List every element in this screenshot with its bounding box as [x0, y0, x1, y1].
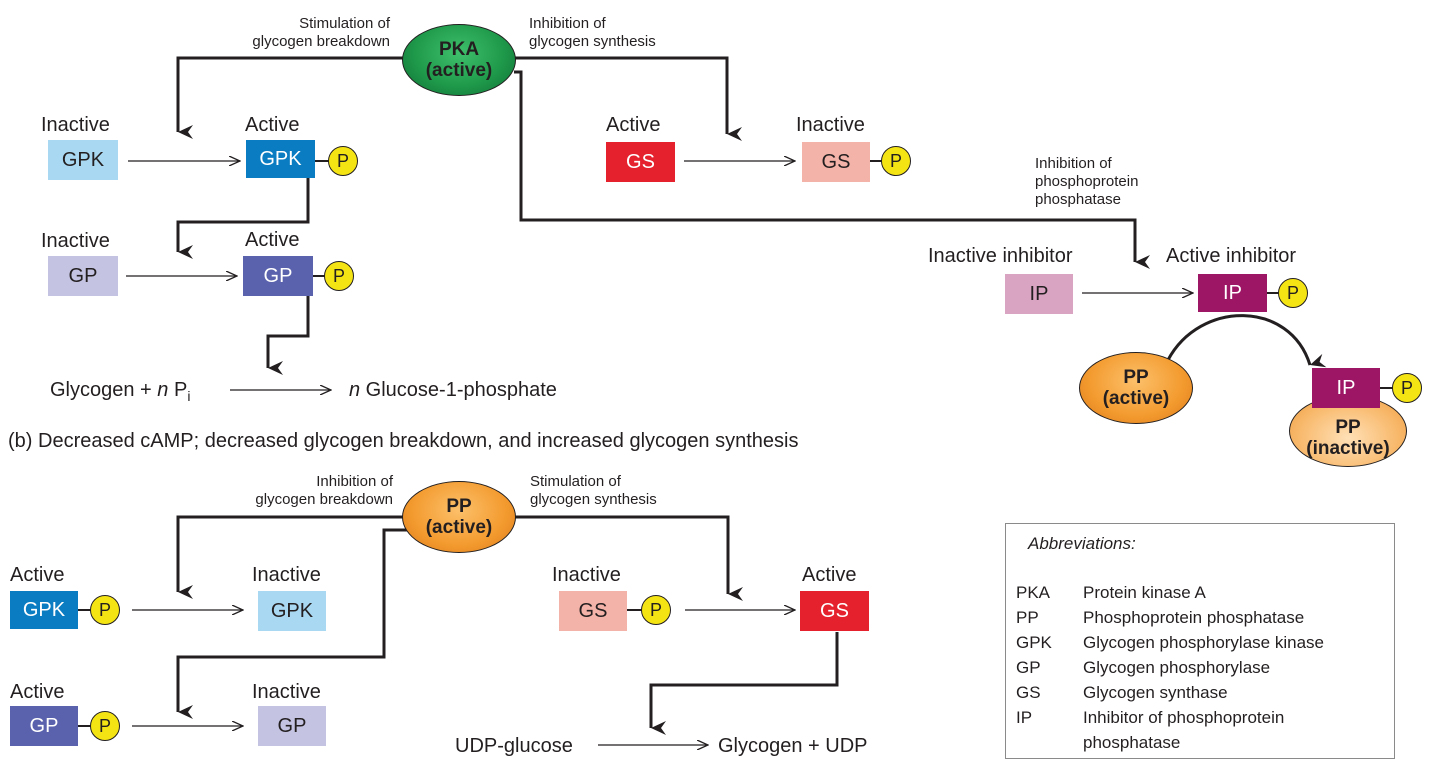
- gpk-active-box: GPK: [246, 140, 315, 178]
- gp-inactive-label-b: Inactive: [252, 681, 321, 703]
- pka-active-node: PKA(active): [402, 24, 516, 96]
- gs-phosphate-icon-b: P: [641, 595, 671, 625]
- gpk-inactive-box-b: GPK: [258, 591, 326, 631]
- gp-inactive-label: Inactive: [41, 230, 110, 252]
- glycogen-reaction-left: Glycogen + n Pi: [50, 379, 191, 404]
- gpk-inactive-box: GPK: [48, 140, 118, 180]
- gs-inactive-label-b: Inactive: [552, 564, 621, 586]
- gpk-phosphate-icon: P: [328, 146, 358, 176]
- glycogen-reaction-right: n Glucose-1-phosphate: [349, 379, 557, 401]
- ip-phosphate-icon: P: [1278, 278, 1308, 308]
- gpk-inactive-label-b: Inactive: [252, 564, 321, 586]
- gs-active-box-b: GS: [800, 591, 869, 631]
- gp-inactive-box: GP: [48, 256, 118, 296]
- pka-to-ip-line: [514, 70, 1150, 269]
- ip-active-label: Active inhibitor: [1166, 245, 1297, 267]
- gp-phosphate-icon-b: P: [90, 711, 120, 741]
- pp-inhibition-curve: [1166, 314, 1327, 368]
- gpk-to-gp-line: [176, 178, 310, 259]
- panel-b-caption: (b) Decreased cAMP; decreased glycogen b…: [8, 430, 799, 452]
- gpk-inactive-label: Inactive: [41, 114, 110, 136]
- pp-to-gpk-line: [176, 515, 404, 599]
- gs-inactive-label: Inactive: [796, 114, 865, 136]
- gp-active-label-b: Active: [10, 681, 65, 703]
- pp-active-node-b: PP(active): [402, 481, 516, 553]
- ip-active-box: IP: [1198, 274, 1267, 312]
- gpk-active-box-b: GPK: [10, 591, 78, 629]
- ip-inactive-box: IP: [1005, 274, 1073, 314]
- pp-to-gp-line: [176, 528, 408, 719]
- gs-phosphate-icon: P: [881, 146, 911, 176]
- gs-inactive-box: GS: [802, 142, 870, 182]
- gp-inactive-box-b: GP: [258, 706, 326, 746]
- gp-to-glycogen-line: [266, 296, 310, 375]
- glycogen-udp-label: Glycogen + UDP: [718, 735, 868, 757]
- pka-label: PKA: [438, 39, 480, 60]
- gs-inactive-box-b: GS: [559, 591, 627, 631]
- pka-to-gs-line: [514, 56, 742, 141]
- gs-active-box: GS: [606, 142, 675, 182]
- gs-to-glycogen-line: [649, 632, 839, 735]
- ip-inactive-label: Inactive inhibitor: [928, 245, 1073, 267]
- gp-active-box-b: GP: [10, 706, 78, 746]
- gp-active-label: Active: [245, 229, 300, 251]
- abbreviations-title: Abbreviations:: [1028, 534, 1136, 553]
- ip-bound-box: IP: [1312, 368, 1380, 408]
- pp-to-gs-line: [514, 515, 743, 601]
- gs-active-label-b: Active: [802, 564, 857, 586]
- udp-glucose-label: UDP-glucose: [455, 735, 573, 757]
- gpk-active-label-b: Active: [10, 564, 65, 586]
- ip-bound-phosphate-icon: P: [1392, 373, 1422, 403]
- gpk-active-label: Active: [245, 114, 300, 136]
- gs-active-label: Active: [606, 114, 661, 136]
- gp-active-box: GP: [243, 256, 313, 296]
- pp-active-node-a: PP(active): [1079, 352, 1193, 424]
- gp-phosphate-icon: P: [324, 261, 354, 291]
- pka-state-label: (active): [425, 60, 493, 81]
- pka-to-gpk-line: [176, 56, 404, 139]
- gpk-phosphate-icon-b: P: [90, 595, 120, 625]
